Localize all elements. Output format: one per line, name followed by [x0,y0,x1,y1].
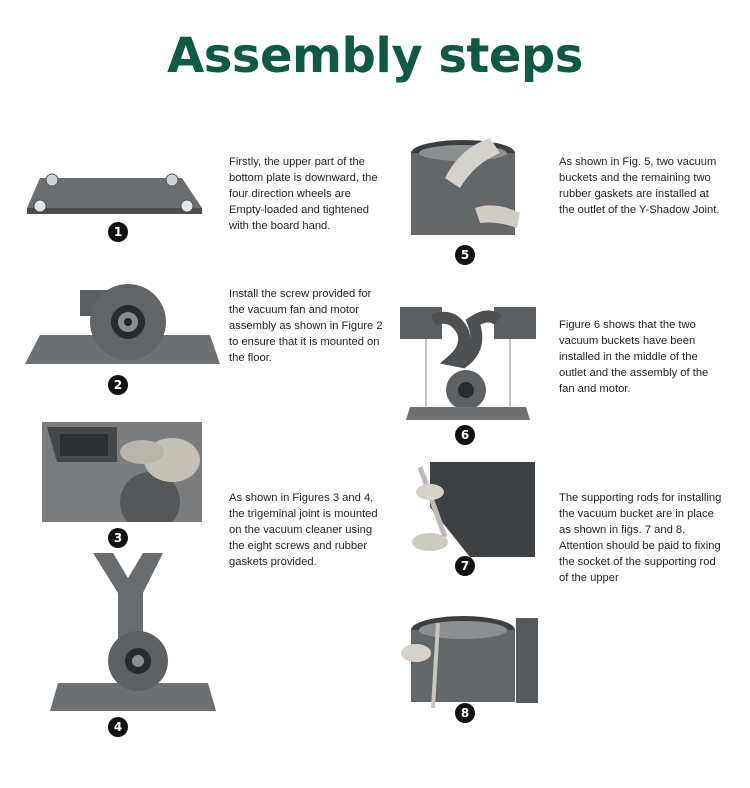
step-2-text: Install the screw provided for the vacuu… [229,288,383,364]
step-badge-6: 6 [455,425,475,445]
step-5-text: As shown in Fig. 5, two vacuum buckets a… [559,156,720,216]
step-badge-8: 8 [455,703,475,723]
figure-3-mount-joint [42,422,202,522]
step-badge-1: 1 [108,222,128,242]
step-7-text: The supporting rods for installing the v… [559,492,722,584]
page-title: Assembly steps [167,28,583,84]
figure-1-base-plate [27,173,202,214]
step-badge-2: 2 [108,375,128,395]
step-badge-4: 4 [108,717,128,737]
figure-8-bucket-rod [401,616,538,708]
step-4-text: As shown in Figures 3 and 4, the trigemi… [229,492,378,568]
figure-6-buckets-assembled [400,307,536,420]
figure-5-bucket-installation [411,138,520,235]
step-badge-3: 3 [108,528,128,548]
step-badge-7: 7 [455,556,475,576]
step-badge-5: 5 [455,245,475,265]
step-6-text: Figure 6 shows that the two vacuum bucke… [559,319,709,395]
figure-4-fan-with-y-joint [50,553,216,711]
step-1-text: Firstly, the upper part of the bottom pl… [229,156,378,232]
figure-2-fan-on-plate [25,284,220,364]
figure-7-support-rod [412,462,535,557]
